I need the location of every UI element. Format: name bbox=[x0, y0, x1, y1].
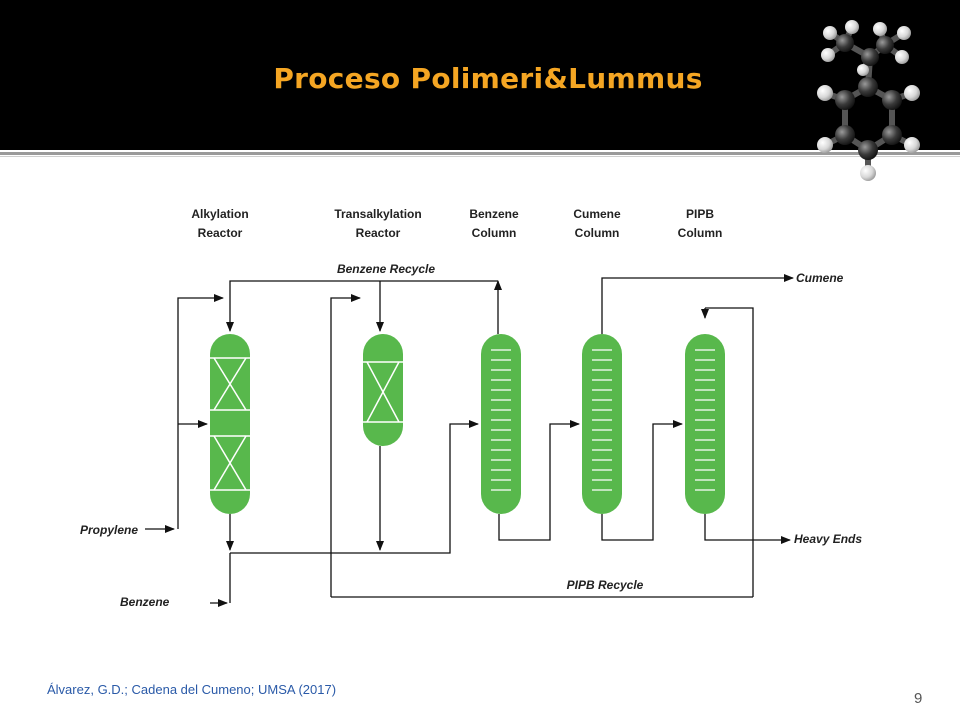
stream-label-heavy-ends: Heavy Ends bbox=[794, 532, 862, 546]
unit-label-line: Alkylation bbox=[191, 207, 248, 221]
stream-label-benzene: Benzene bbox=[120, 595, 170, 609]
unit-label-line: Benzene bbox=[469, 207, 519, 221]
stream-label-pipb-recycle: PIPB Recycle bbox=[567, 578, 644, 592]
unit-label-line: Column bbox=[575, 226, 620, 240]
unit-label-line: Column bbox=[678, 226, 723, 240]
unit-label-cumene-column: Cumene Column bbox=[573, 207, 621, 240]
stream-label-cumene: Cumene bbox=[796, 271, 844, 285]
unit-label-line: PIPB bbox=[686, 207, 714, 221]
slide-title: Proceso Polimeri&Lummus bbox=[273, 62, 703, 95]
benzene-column-vessel bbox=[481, 334, 521, 514]
pipb-column-vessel bbox=[685, 334, 725, 514]
unit-label-benzene-column: Benzene Column bbox=[469, 207, 519, 240]
unit-label-line: Column bbox=[472, 226, 517, 240]
header-rule-thin bbox=[0, 156, 960, 157]
unit-label-line: Cumene bbox=[573, 207, 621, 221]
slide-header bbox=[0, 0, 960, 150]
piping bbox=[145, 274, 794, 607]
header-rule bbox=[0, 152, 960, 155]
unit-label-line: Reactor bbox=[198, 226, 243, 240]
cumene-molecule-icon bbox=[817, 20, 920, 181]
slide-number: 9 bbox=[914, 690, 923, 707]
unit-label-alkylation-reactor: Alkylation Reactor bbox=[191, 207, 248, 240]
alkylation-reactor-vessel bbox=[210, 334, 250, 514]
stream-label-benzene-recycle: Benzene Recycle bbox=[337, 262, 435, 276]
source-citation: Álvarez, G.D.; Cadena del Cumeno; UMSA (… bbox=[47, 682, 337, 697]
transalkylation-reactor-vessel bbox=[363, 334, 403, 446]
cumene-column-vessel bbox=[582, 334, 622, 514]
stream-label-propylene: Propylene bbox=[80, 523, 138, 537]
unit-label-line: Transalkylation bbox=[334, 207, 421, 221]
unit-label-pipb-column: PIPB Column bbox=[678, 207, 723, 240]
unit-label-transalkylation-reactor: Transalkylation Reactor bbox=[334, 207, 421, 240]
unit-label-line: Reactor bbox=[356, 226, 401, 240]
